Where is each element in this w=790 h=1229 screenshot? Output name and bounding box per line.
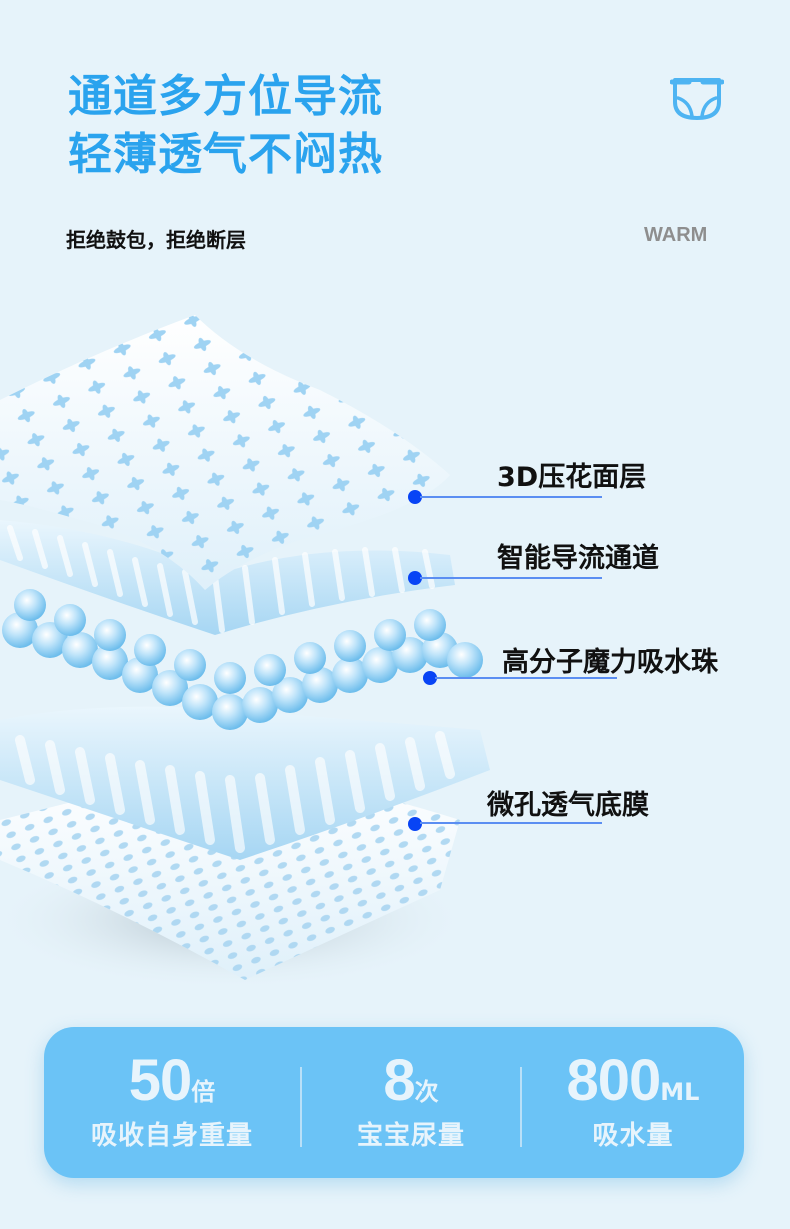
stat-unit: 倍: [191, 1078, 216, 1106]
divider: [300, 1067, 302, 1147]
stat-absorb-multiple: 50倍 吸收自身重量: [44, 1027, 300, 1178]
brand-tag: WARM: [644, 224, 708, 246]
stats-panel: 50倍 吸收自身重量 8次 宝宝尿量 800ML 吸水量: [44, 1027, 744, 1178]
headline: 通道多方位导流 轻薄透气不闷热: [68, 68, 383, 184]
callout-dot: [408, 817, 422, 831]
layered-material-illustration: [0, 315, 490, 990]
stat-unit: ML: [660, 1078, 700, 1106]
stat-value: 800: [566, 1048, 662, 1113]
stat-unit: 次: [414, 1078, 439, 1106]
stat-label: 宝宝尿量: [356, 1121, 465, 1151]
headline-line-1: 通道多方位导流: [68, 71, 383, 122]
stat-value: 50: [128, 1048, 193, 1113]
callout-line: [420, 577, 602, 579]
callout-label: 智能导流通道: [497, 543, 659, 574]
callout-label: 高分子魔力吸水珠: [502, 647, 718, 678]
callout-dot: [408, 490, 422, 504]
callout-label: 微孔透气底膜: [487, 790, 649, 821]
callout-line: [435, 677, 617, 679]
stat-urine-times: 8次 宝宝尿量: [302, 1027, 520, 1178]
callout-line: [420, 822, 602, 824]
stat-label: 吸收自身重量: [90, 1121, 253, 1151]
callout-dot: [408, 571, 422, 585]
callout-dot: [423, 671, 437, 685]
stat-water-absorption: 800ML 吸水量: [522, 1027, 744, 1178]
stat-value: 8: [383, 1048, 415, 1113]
headline-line-2: 轻薄透气不闷热: [68, 129, 383, 180]
callout-label: 3D压花面层: [497, 462, 647, 493]
stat-label: 吸水量: [592, 1121, 674, 1151]
callout-line: [420, 496, 602, 498]
divider: [520, 1067, 522, 1147]
diaper-icon: [670, 78, 724, 120]
subtitle: 拒绝鼓包，拒绝断层: [66, 228, 246, 252]
